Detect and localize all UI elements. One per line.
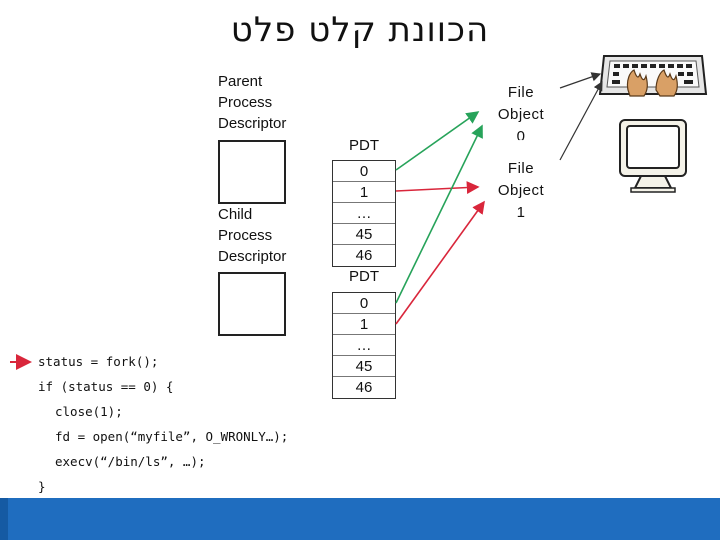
parent-pdt-table: 0 1 … 45 46: [332, 160, 396, 267]
code-line-open: fd = open(“myfile”, O_WRONLY…);: [55, 429, 289, 444]
parent-pdt-cell-0: 0: [333, 161, 395, 182]
monitor-icon: [617, 118, 689, 194]
parent-pdt-cell-45: 45: [333, 224, 395, 245]
arrow-parent-0-to-file-0: [395, 111, 480, 171]
slide-title: הכוונת קלט פלט: [230, 10, 490, 50]
child-pdt-cell-1: 1: [333, 314, 395, 335]
child-pdt-cell-45: 45: [333, 356, 395, 377]
child-label-line-1: Child: [218, 206, 253, 223]
arrow-child-0-to-file-0: [395, 124, 483, 304]
file-object-0-node: File Object 0: [470, 62, 572, 150]
parent-pdt-cell-1: 1: [333, 182, 395, 203]
child-pdt-table: 0 1 … 45 46: [332, 292, 396, 399]
parent-process-label: Parent Process Descriptor: [218, 71, 286, 134]
arrow-child-1-to-file-1: [395, 200, 485, 325]
parent-label-line-2: Process: [218, 94, 273, 111]
child-pdt-cell-ellipsis: …: [333, 335, 395, 356]
child-process-label: Child Process Descriptor: [218, 204, 286, 267]
parent-pdt-cell-46: 46: [355, 247, 373, 264]
code-line-close: close(1);: [55, 404, 123, 419]
child-label-line-2: Process: [218, 227, 273, 244]
child-pdt-title: PDT: [349, 268, 379, 285]
parent-label-line-1: Parent: [218, 73, 263, 90]
file-object-0-line-1: File: [507, 84, 535, 101]
child-pdt-cell-46: 46: [355, 379, 373, 396]
code-line-fork: status = fork();: [38, 354, 159, 369]
parent-process-descriptor-box: [218, 140, 286, 204]
code-line-execv: execv(“/bin/ls”, …);: [55, 454, 206, 469]
arrow-file-0-to-keyboard: [559, 72, 602, 89]
file-object-1-line-2: Object: [497, 182, 545, 199]
child-pdt-cell-0: 0: [333, 293, 395, 314]
code-line-close-brace: }: [38, 479, 46, 494]
file-object-1-node: File Object 1: [470, 140, 572, 228]
footer-bar-accent: [0, 498, 8, 540]
file-object-1-line-1: File: [507, 160, 535, 177]
file-object-0-line-2: Object: [497, 106, 545, 123]
keyboard-icon: [598, 50, 708, 100]
parent-pdt-title: PDT: [349, 137, 379, 154]
child-process-descriptor-box: [218, 272, 286, 336]
arrow-file-1-to-keyboard: [559, 80, 603, 161]
code-line-if: if (status == 0) {: [38, 379, 174, 394]
child-label-line-3: Descriptor: [218, 248, 287, 265]
footer-bar: [0, 498, 720, 540]
file-object-1-line-3: 1: [516, 204, 526, 221]
parent-pdt-cell-ellipsis: …: [333, 203, 395, 224]
file-object-0-line-3: 0: [516, 128, 526, 145]
parent-label-line-3: Descriptor: [218, 115, 287, 132]
arrow-parent-1-to-file-1: [395, 181, 480, 194]
